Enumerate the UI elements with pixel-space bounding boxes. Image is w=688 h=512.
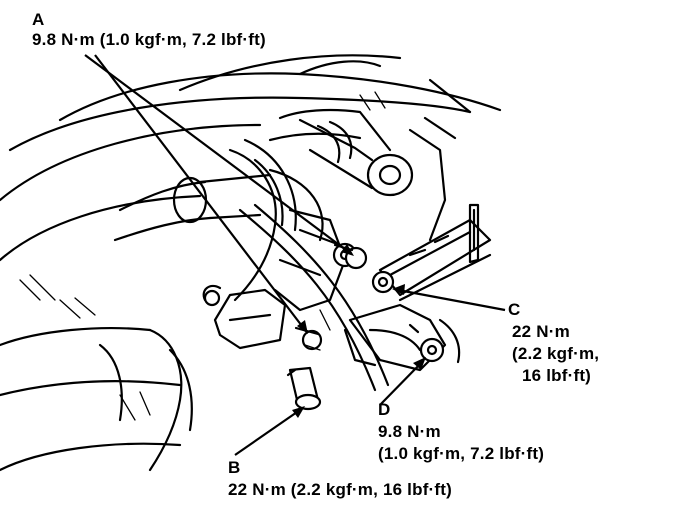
leader-c: [397, 288, 506, 312]
leader-a-1: [84, 54, 351, 254]
arrow-c: [392, 284, 405, 295]
callout-leaders: [84, 54, 506, 456]
callout-a-torque: 9.8 N·m (1.0 kgf·m, 7.2 lbf·ft): [32, 30, 266, 49]
arrow-b: [292, 406, 305, 418]
callout-a-letter: A: [32, 10, 45, 29]
shading-lines: [19, 91, 386, 421]
leader-b: [234, 409, 301, 456]
callout-c-torque-line2: (2.2 kgf·m,: [512, 344, 600, 363]
callout-c-letter: C: [508, 300, 521, 319]
arrow-a-1: [341, 244, 354, 256]
leader-a-2: [94, 54, 306, 331]
callout-d-torque-line2: (1.0 kgf·m, 7.2 lbf·ft): [378, 444, 545, 463]
callout-b-torque: 22 N·m (2.2 kgf·m, 16 lbf·ft): [228, 480, 452, 499]
callout-c-torque-line3: 16 lbf·ft): [522, 366, 592, 385]
arrow-d: [413, 357, 426, 370]
callout-d-letter: D: [378, 400, 391, 419]
callout-c-torque-line1: 22 N·m: [512, 322, 570, 341]
arrow-a-2: [297, 320, 308, 334]
leader-d: [379, 361, 423, 406]
callout-d-torque-line1: 9.8 N·m: [378, 422, 441, 441]
callout-b-letter: B: [228, 458, 241, 477]
component-line-art: [0, 54, 502, 472]
